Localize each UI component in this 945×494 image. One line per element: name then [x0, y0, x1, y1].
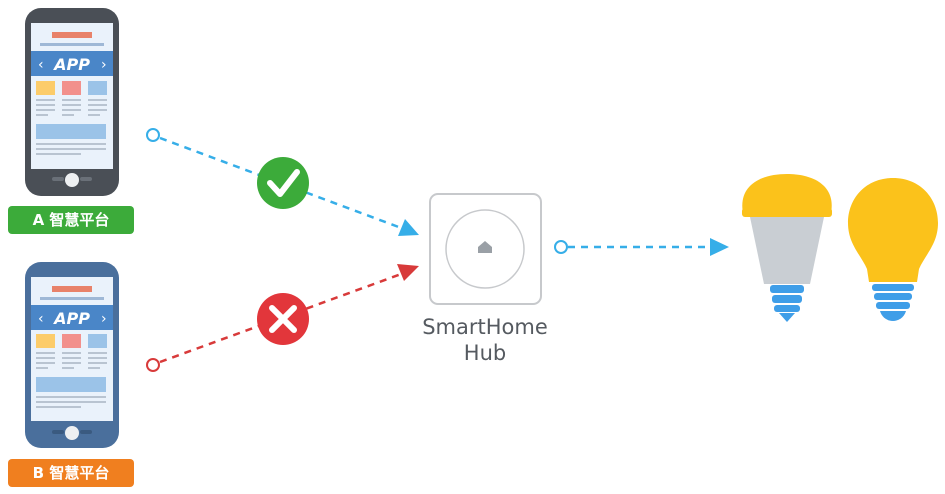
light-bulb-icon	[848, 178, 938, 321]
x-circle-icon	[257, 293, 309, 345]
platform-a-badge: A 智慧平台	[8, 206, 134, 234]
phone-a-left-arrow: ‹	[38, 57, 44, 73]
phone-b-left-arrow: ‹	[38, 311, 44, 327]
phone-b-screen-title: APP	[52, 309, 90, 328]
connection-b-to-hub	[146, 264, 419, 372]
phone-b-right-arrow: ›	[101, 311, 107, 327]
phone-b: ‹ APP ›	[25, 262, 119, 448]
check-circle-icon	[257, 157, 309, 209]
led-bulb-icon	[742, 174, 832, 322]
phone-a-right-arrow: ›	[101, 57, 107, 73]
platform-b-badge: B 智慧平台	[8, 459, 134, 487]
home-icon	[478, 241, 492, 253]
hub-label-line2: Hub	[463, 341, 507, 365]
hub-label-line1: SmartHome	[422, 315, 548, 339]
hub-label: SmartHome Hub	[410, 314, 560, 366]
phone-a-screen-title: APP	[52, 55, 90, 74]
connection-hub-to-bulbs	[554, 238, 729, 256]
smarthome-hub	[429, 193, 542, 305]
phone-a: ‹ APP ›	[25, 8, 119, 196]
